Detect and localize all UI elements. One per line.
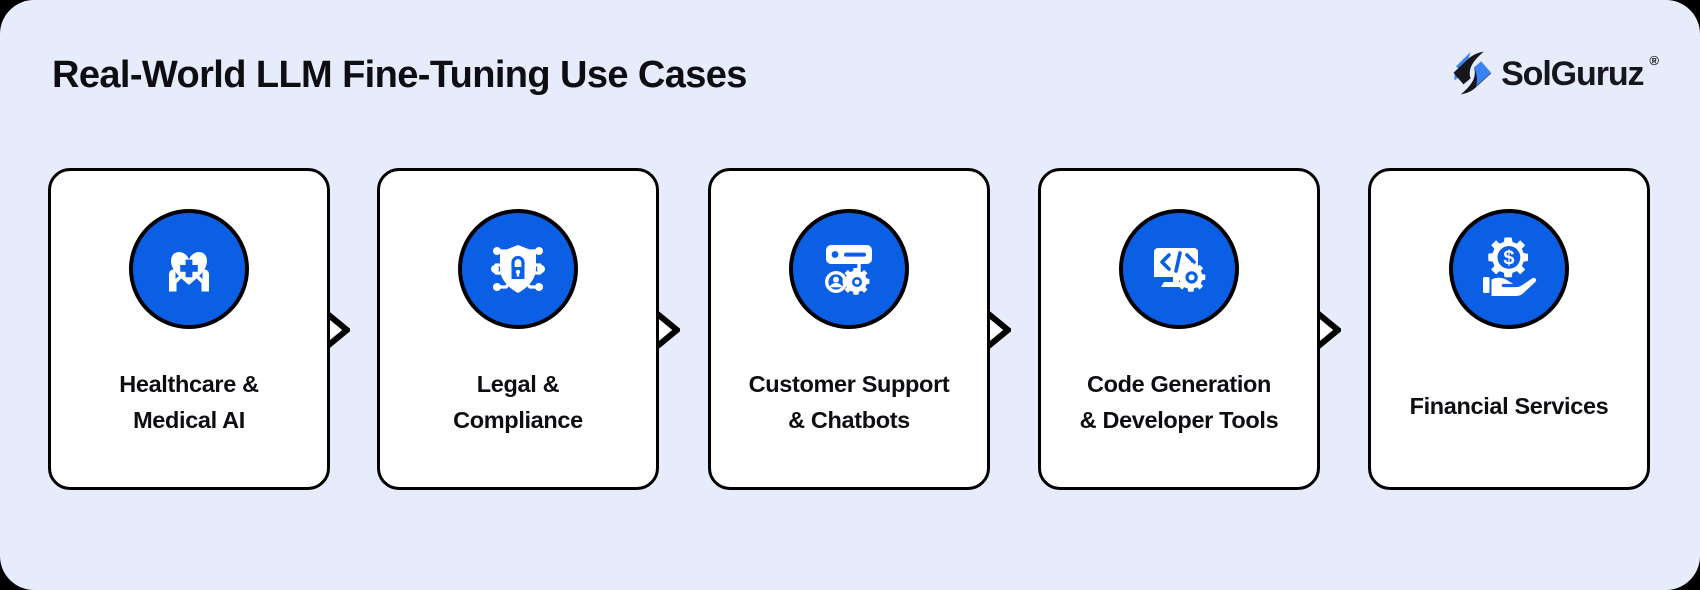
- card-label: Code Generation & Developer Tools: [1053, 367, 1305, 438]
- card-label-line: Legal &: [476, 371, 560, 397]
- card-label-line: Code Generation: [1086, 371, 1272, 397]
- card-label-line: Customer Support: [748, 371, 950, 397]
- monitor-code-gear-icon: [1154, 248, 1206, 292]
- use-case-card-code-generation[interactable]: Code Generation & Developer Tools: [1038, 168, 1320, 490]
- card-label-line: Financial Services: [1409, 393, 1609, 419]
- brand-logo: SolGuruz ®: [1450, 48, 1660, 98]
- use-case-flow: Healthcare & Medical AI: [0, 168, 1700, 490]
- card-label-line: & Developer Tools: [1079, 406, 1279, 433]
- icon-badge: [789, 209, 909, 329]
- card-label-line: & Chatbots: [788, 406, 910, 433]
- svg-text:$: $: [1503, 247, 1514, 269]
- card-label: Legal & Compliance: [392, 367, 644, 438]
- use-case-card-customer-support[interactable]: Customer Support & Chatbots: [708, 168, 990, 490]
- icon-badge: [1119, 209, 1239, 329]
- hand-dollar-gear-icon: $: [1483, 237, 1537, 296]
- card-label: Healthcare & Medical AI: [63, 367, 315, 438]
- icon-badge: [129, 209, 249, 329]
- icon-badge: $: [1449, 209, 1569, 329]
- use-case-card-healthcare[interactable]: Healthcare & Medical AI: [48, 168, 330, 490]
- use-case-card-financial-services[interactable]: $ Financial Services: [1368, 168, 1650, 490]
- card-label-line: Healthcare &: [119, 371, 259, 397]
- card-label: Financial Services: [1383, 389, 1635, 425]
- card-label-line: Compliance: [453, 406, 583, 433]
- card-label-line: Medical AI: [133, 406, 245, 433]
- page-title: Real-World LLM Fine-Tuning Use Cases: [52, 54, 747, 96]
- shield-lock-circuit-icon: [491, 245, 545, 293]
- header: Real-World LLM Fine-Tuning Use Cases Sol…: [0, 0, 1700, 160]
- logo-registered-mark: ®: [1649, 52, 1659, 68]
- use-case-card-legal[interactable]: Legal & Compliance: [377, 168, 659, 490]
- card-label: Customer Support & Chatbots: [723, 367, 975, 438]
- heart-hands-medical-cross-icon: [169, 251, 209, 292]
- logo-wordmark: SolGuruz: [1501, 55, 1644, 93]
- icon-badge: [458, 209, 578, 329]
- chat-panel-user-gear-icon: [825, 245, 872, 295]
- solguruz-chevron-mark-icon: [1453, 51, 1492, 95]
